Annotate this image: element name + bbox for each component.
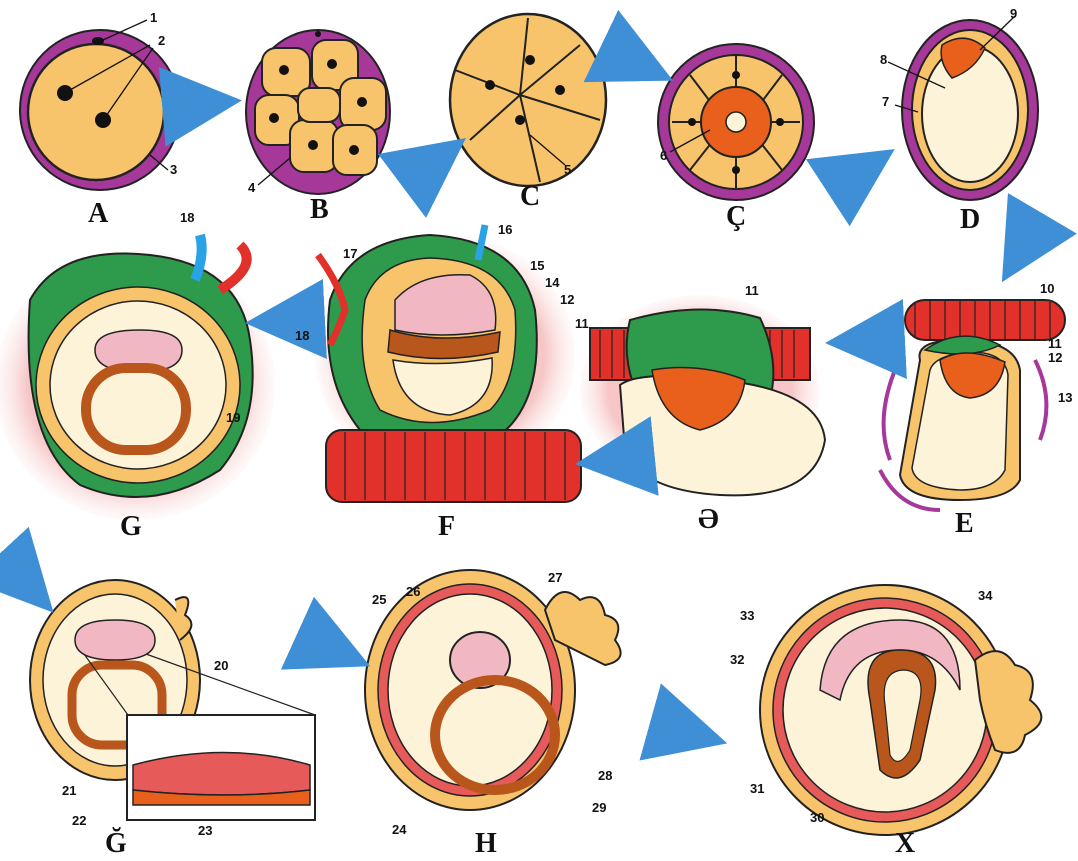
label-23: 23	[198, 823, 212, 838]
label-15: 15	[530, 258, 544, 273]
polar-body	[92, 37, 104, 45]
stage-a-zygote	[20, 20, 180, 190]
stage-label-b: B	[310, 194, 329, 225]
label-28: 28	[598, 768, 612, 783]
label-32: 32	[730, 652, 744, 667]
stage-e-implantation	[880, 300, 1065, 510]
label-12b: 12	[560, 292, 574, 307]
stage-label-f: F	[438, 511, 455, 542]
label-7: 7	[882, 94, 889, 109]
label-26: 26	[406, 584, 420, 599]
label-6: 6	[660, 148, 667, 163]
stage-d-blastocyst	[888, 16, 1038, 200]
stage-label-g: G	[120, 511, 142, 542]
label-1: 1	[150, 10, 157, 25]
label-5: 5	[564, 162, 571, 177]
stage-label-a: A	[88, 198, 109, 229]
label-16: 16	[498, 222, 512, 237]
label-22: 22	[72, 813, 86, 828]
pronucleus-1	[57, 85, 73, 101]
stage-label-c-cedilla: Ç	[726, 201, 746, 232]
stage-label-d: D	[960, 204, 980, 235]
stage-label-x: X	[895, 828, 915, 859]
label-19: 19	[226, 410, 240, 425]
stage-label-g-breve: Ğ	[105, 828, 127, 859]
label-11a: 11	[1048, 336, 1062, 351]
label-2: 2	[158, 33, 165, 48]
stage-label-schwa: Ə	[698, 504, 719, 535]
stage-label-c: C	[520, 181, 540, 212]
stage-c-cells	[450, 14, 606, 186]
label-27: 27	[548, 570, 562, 585]
label-33: 33	[740, 608, 754, 623]
label-4: 4	[248, 180, 256, 195]
label-17: 17	[343, 246, 357, 261]
label-30: 30	[810, 810, 824, 825]
label-11b: 11	[745, 283, 759, 298]
label-14: 14	[545, 275, 560, 290]
label-20: 20	[214, 658, 228, 673]
label-29: 29	[592, 800, 606, 815]
label-18b: 18	[180, 210, 194, 225]
label-18a: 18	[295, 328, 309, 343]
stage-c-cedilla-blastocyst-early	[658, 44, 814, 200]
stage-g-bilaminar-disc	[0, 235, 275, 520]
label-9: 9	[1010, 6, 1017, 21]
label-24: 24	[392, 822, 407, 837]
label-13: 13	[1058, 390, 1072, 405]
stage-label-e: E	[955, 508, 974, 539]
pronucleus-2	[95, 112, 111, 128]
label-21: 21	[62, 783, 76, 798]
stage-h-embryo	[365, 570, 621, 810]
stage-b-morula	[246, 30, 390, 194]
label-31: 31	[750, 781, 764, 796]
stage-schwa-implantation	[580, 295, 825, 495]
label-11c: 11	[575, 316, 589, 331]
stage-x-embryo	[760, 585, 1041, 835]
label-34: 34	[978, 588, 993, 603]
label-12a: 12	[1048, 350, 1062, 365]
label-3: 3	[170, 162, 177, 177]
stage-label-h: H	[475, 828, 497, 859]
label-25: 25	[372, 592, 386, 607]
label-8: 8	[880, 52, 887, 67]
label-10: 10	[1040, 281, 1054, 296]
